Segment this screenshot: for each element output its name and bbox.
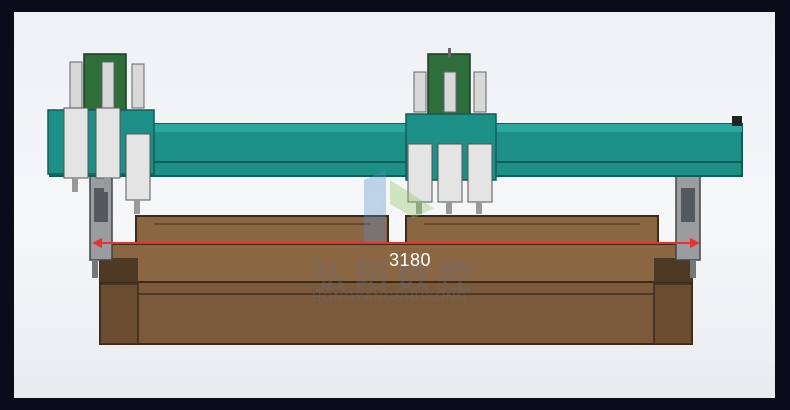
dimension-label: 3180	[389, 250, 432, 270]
table-right	[405, 215, 659, 245]
bed-middle-right-block	[654, 258, 692, 282]
head-cluster-right	[405, 48, 497, 214]
bed-lower-right-cap	[653, 283, 693, 345]
bed-middle	[99, 243, 693, 283]
table-left	[135, 215, 389, 245]
watermark-cn: 弘阳数控	[312, 259, 480, 297]
head-cluster-left	[47, 53, 155, 214]
gantry-leg-right-inner	[681, 188, 695, 222]
watermark-en: HONGYANGSHUKONG	[312, 289, 468, 304]
bed-lower-left-cap	[99, 283, 139, 345]
machine-drawing	[47, 48, 743, 345]
diagram-frame: 弘阳数控 HONGYANGSHUKONG 3180	[14, 12, 775, 398]
watermark-logo	[364, 170, 434, 242]
bed-lower	[99, 281, 693, 345]
dimension-arrow-right	[690, 238, 700, 248]
dimension-arrow-left	[92, 238, 102, 248]
bed-middle-left-block	[100, 258, 138, 282]
gantry-leg-left-inner	[94, 188, 108, 222]
